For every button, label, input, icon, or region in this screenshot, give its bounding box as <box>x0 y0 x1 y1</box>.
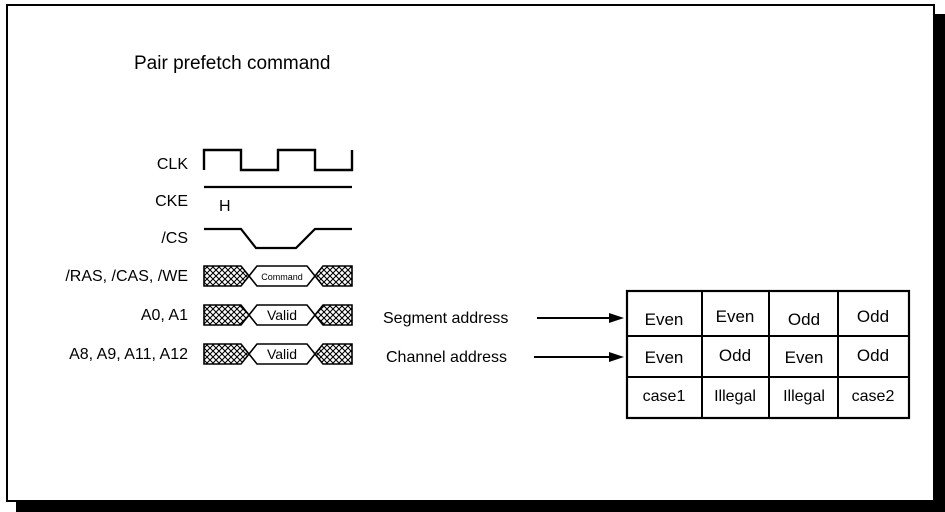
table-cell: Even <box>785 348 824 367</box>
a8-label: A8, A9, A11, A12 <box>69 346 188 363</box>
clk-label: CLK <box>157 156 188 173</box>
channel-arrow-head <box>609 352 624 362</box>
table-cell: Even <box>716 307 755 326</box>
channel-address-label: Channel address <box>386 349 507 366</box>
segment-address-label: Segment address <box>383 310 508 327</box>
clk-waveform <box>202 148 354 172</box>
table-cell: Odd <box>719 346 751 365</box>
segment-arrow-head <box>609 313 624 323</box>
table-cell: Illegal <box>714 388 756 405</box>
diagram-title: Pair prefetch command <box>134 53 330 74</box>
a0a1-label: A0, A1 <box>141 307 188 324</box>
table-cell: Even <box>645 310 684 329</box>
ctrl-label: /RAS, /CAS, /WE <box>65 268 188 285</box>
ctrl-bus: Command <box>203 265 353 287</box>
table-cell: case1 <box>643 388 686 405</box>
address-table: Even Even Odd Odd Even Odd Even Odd case… <box>625 289 911 420</box>
table-cell: case2 <box>852 388 895 405</box>
table-cell: Odd <box>788 310 820 329</box>
cke-label: CKE <box>155 193 188 210</box>
table-cell: Odd <box>857 346 889 365</box>
a0a1-bus: Valid <box>203 304 353 326</box>
a8-bus: Valid <box>203 343 353 365</box>
cke-level-text: H <box>219 198 231 215</box>
table-cell: Even <box>645 348 684 367</box>
cs-waveform <box>204 227 352 250</box>
table-cell: Odd <box>857 307 889 326</box>
valid-label-a0a1: Valid <box>267 307 297 323</box>
command-label: Command <box>261 272 303 282</box>
valid-label-a8: Valid <box>267 346 297 362</box>
table-cell: Illegal <box>783 388 825 405</box>
cs-label: /CS <box>161 230 188 247</box>
